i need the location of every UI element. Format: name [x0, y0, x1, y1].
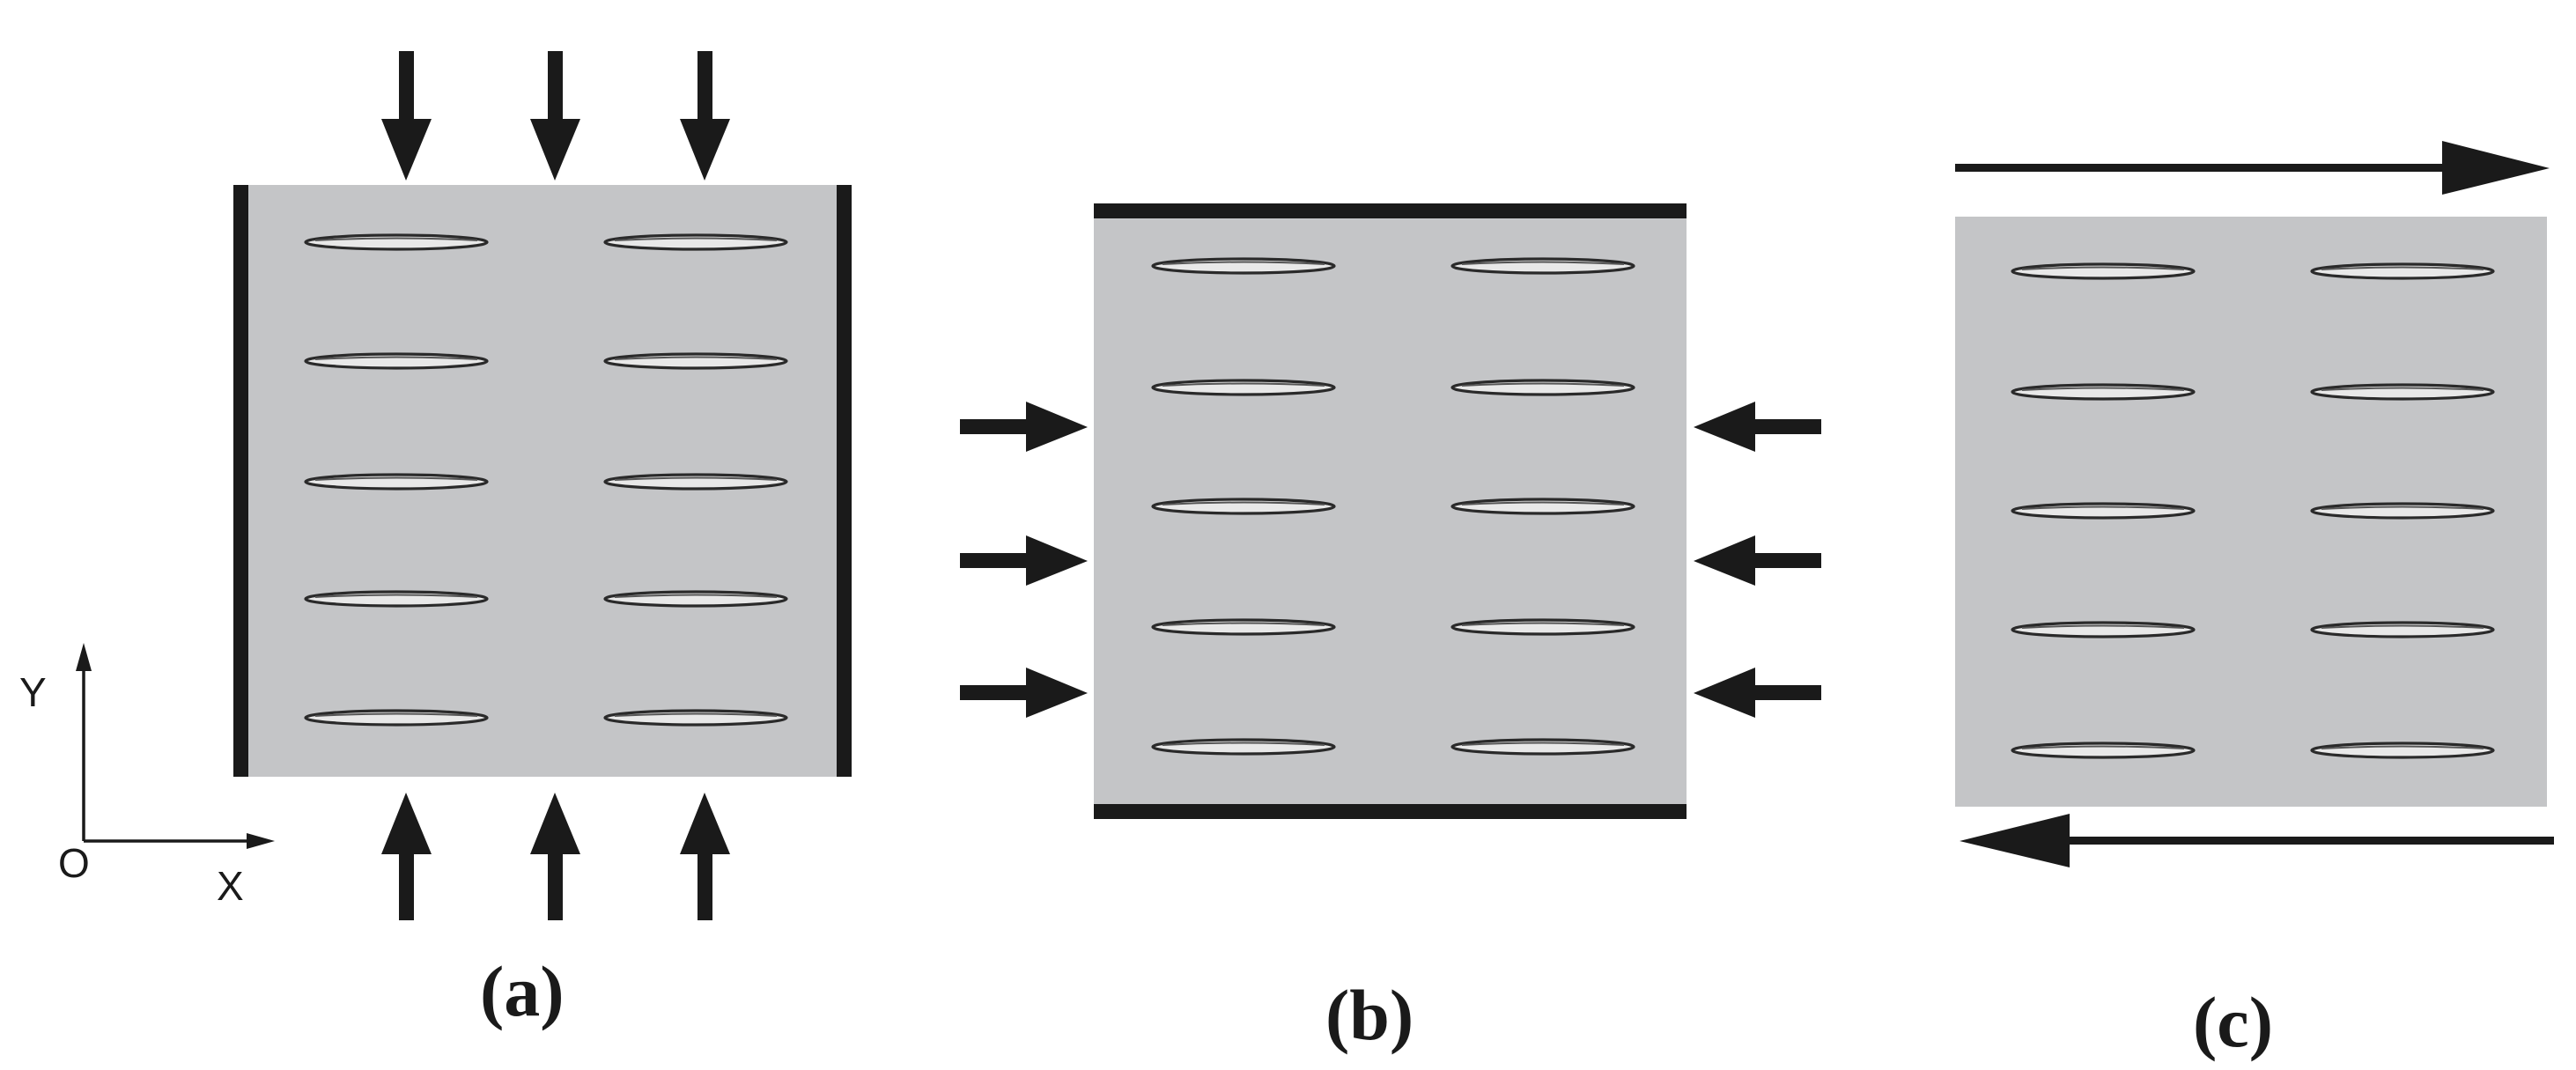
origin-label: O [58, 840, 90, 886]
top-shear-arrow-c [1955, 141, 2550, 195]
x-axis-label: X [217, 863, 244, 909]
panel-label-a: (a) [480, 951, 565, 1031]
panel-label-b: (b) [1325, 975, 1413, 1055]
bottom-shear-arrow-c [1960, 814, 2554, 867]
y-axis-arrowhead [76, 643, 92, 671]
top-load-arrows-a [381, 51, 730, 181]
right-load-arrows-b [1694, 402, 1821, 718]
top-plate-b [1094, 203, 1687, 218]
x-axis-arrowhead [247, 833, 275, 849]
panel-label-c: (c) [2193, 982, 2273, 1062]
right-wall-a [837, 185, 852, 777]
left-wall-a [233, 185, 248, 777]
panel-b: (b) [960, 203, 1821, 1055]
coordinate-axes: Y X O [19, 643, 275, 909]
bottom-plate-b [1094, 804, 1687, 819]
panel-a: (a) [233, 51, 852, 1031]
bottom-load-arrows-a [381, 793, 730, 920]
y-axis-label: Y [19, 669, 47, 715]
panel-c: (c) [1955, 141, 2554, 1062]
left-load-arrows-b [960, 402, 1088, 718]
